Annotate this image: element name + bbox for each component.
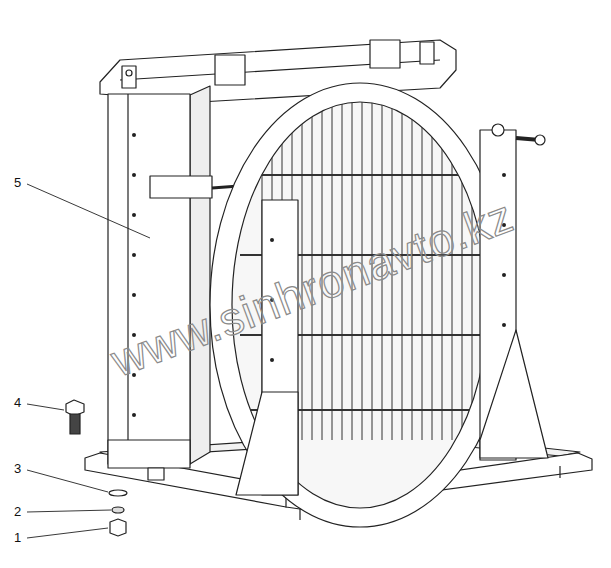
drain-plug <box>148 468 164 480</box>
bolt-shank <box>70 414 80 434</box>
leader-line <box>27 528 108 538</box>
callout-number: 3 <box>14 462 21 475</box>
leader-line <box>27 470 108 492</box>
washer <box>109 490 127 496</box>
callout-number: 1 <box>14 531 21 544</box>
spring-washer <box>112 507 124 513</box>
support-gusset <box>480 330 548 458</box>
top-fitting <box>215 55 245 85</box>
callout-number: 5 <box>14 176 21 189</box>
leader-line <box>27 184 150 238</box>
frame-foot <box>299 509 300 520</box>
lifting-lug <box>122 66 136 88</box>
fitting-nut <box>535 135 545 145</box>
nut <box>110 519 126 536</box>
support-gusset <box>236 392 298 495</box>
callout-number: 2 <box>14 505 21 518</box>
lifting-lug <box>420 42 434 64</box>
bottom-tank <box>108 440 190 468</box>
core-edge <box>127 94 128 440</box>
leader-line <box>27 510 111 512</box>
lug-hole <box>126 70 132 76</box>
frame-foot <box>559 466 560 478</box>
core-side <box>190 86 210 464</box>
callout-number: 4 <box>14 396 21 409</box>
top-fitting <box>370 40 400 68</box>
leader-line <box>27 404 64 410</box>
radiator-core <box>108 94 190 464</box>
side-strap <box>150 176 212 198</box>
fitting-nut <box>492 124 504 136</box>
